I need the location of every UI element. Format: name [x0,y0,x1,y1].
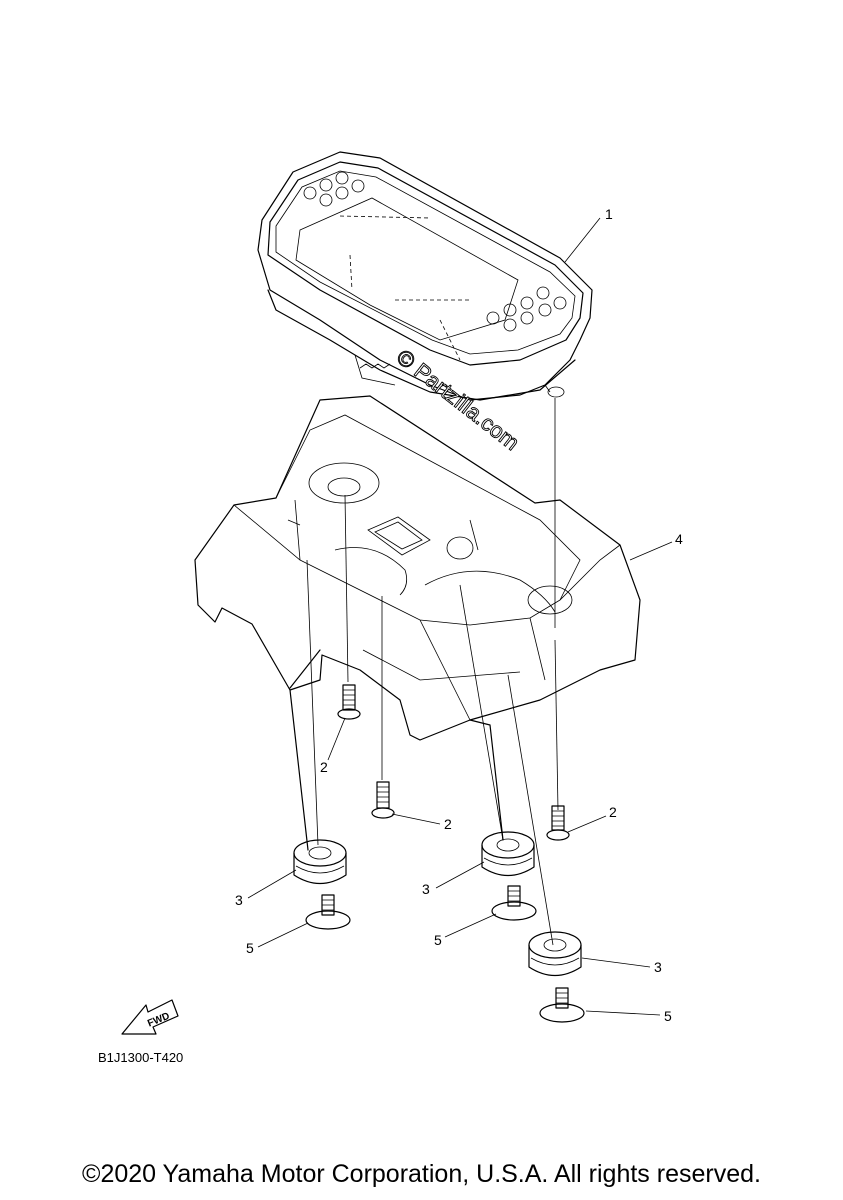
bolt-5b [491,885,537,921]
fwd-arrow: FWD [121,999,179,1035]
fwd-label: FWD [146,1011,171,1030]
callout-5-left: 5 [246,940,254,956]
screw-2a [337,684,361,720]
copyright-notice: ©2020 Yamaha Motor Corporation, U.S.A. A… [82,1160,761,1188]
callout-4: 4 [675,531,683,547]
meter-assembly [257,151,593,401]
callout-5-middle: 5 [434,932,442,948]
callout-2-left: 2 [320,759,328,775]
grommet-3c [528,931,582,977]
screw-2c [546,805,570,841]
callout-5-right: 5 [664,1008,672,1024]
callout-2-middle: 2 [444,816,452,832]
grommet-3b [481,831,535,877]
callout-2-right: 2 [609,804,617,820]
bolt-5a [305,894,351,930]
screw-2b [371,781,395,819]
grommet-3a [293,839,347,885]
assembly-lines [289,398,559,946]
bolt-5c [539,987,585,1023]
callout-1: 1 [605,206,613,222]
meter-bracket [194,395,641,741]
diagram-code: B1J1300-T420 [98,1050,183,1065]
callout-3-left: 3 [235,892,243,908]
callout-3-right: 3 [654,959,662,975]
callout-3-middle: 3 [422,881,430,897]
callout-leaders [247,217,673,1016]
